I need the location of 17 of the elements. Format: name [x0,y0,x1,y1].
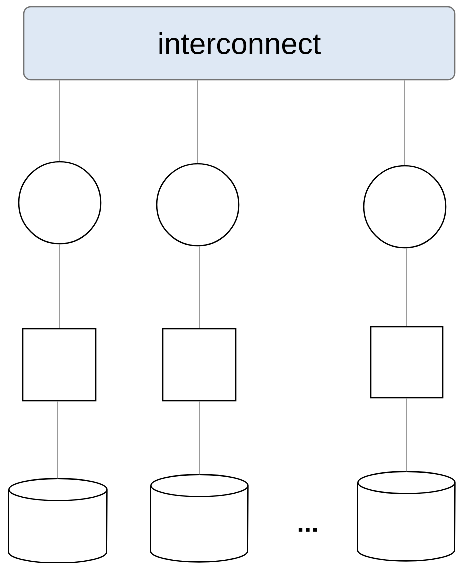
connector-line [406,248,408,327]
connector-line [199,246,200,329]
empty-circle [156,163,240,247]
connector-line [199,401,200,476]
empty-circle [18,161,102,245]
ellipsis: ... [298,528,318,532]
cylinder-symbol [150,474,249,563]
cylinder-symbol [8,478,108,563]
connector-line [404,80,406,166]
connector-line [406,398,407,472]
empty-square [162,328,237,402]
empty-square [370,326,444,399]
cylinder-symbol [357,471,456,562]
interconnect-box: interconnect [23,6,456,81]
connector-line [59,244,60,329]
empty-circle [363,165,447,249]
empty-square [22,328,97,402]
